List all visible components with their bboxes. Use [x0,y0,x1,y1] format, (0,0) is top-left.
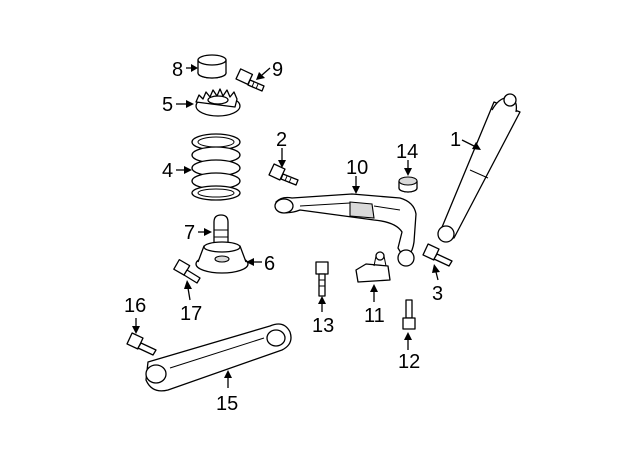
callout-17: 17 [180,303,202,325]
part-8-bumper-cap [197,54,227,79]
part-11-bracket [355,251,391,283]
callout-4: 4 [162,160,173,182]
callout-8: 8 [172,59,183,81]
part-17-bolt [173,259,201,284]
part-1-shock-absorber [437,93,521,243]
callout-12: 12 [398,351,420,373]
part-10-upper-control-arm [274,193,417,267]
callout-11: 11 [364,305,385,327]
callout-7: 7 [184,222,195,244]
callout-13: 13 [312,315,334,337]
part-16-bolt [126,332,157,356]
part-15-lower-control-arm [145,323,292,392]
part-3-bolt [422,243,453,267]
leader-arrows [132,64,481,388]
part-4-coil-spring [191,133,241,201]
part-5-spring-seat [195,88,241,117]
callout-1: 1 [450,129,461,151]
callout-14: 14 [396,141,418,163]
part-14-bushing [398,176,418,193]
callout-5: 5 [162,94,173,116]
callout-10: 10 [346,157,368,179]
part-2-bolt [268,163,299,186]
callout-15: 15 [216,393,238,415]
callout-2: 2 [276,129,287,151]
callout-9: 9 [272,59,283,81]
part-6-spring-mount [195,241,249,274]
part-13-bolt [315,261,329,297]
callout-3: 3 [432,283,443,305]
part-12-bolt [402,299,416,330]
part-7-jounce-bumper [213,214,229,245]
callout-16: 16 [124,295,146,317]
callout-6: 6 [264,253,275,275]
part-9-bolt [235,68,265,92]
